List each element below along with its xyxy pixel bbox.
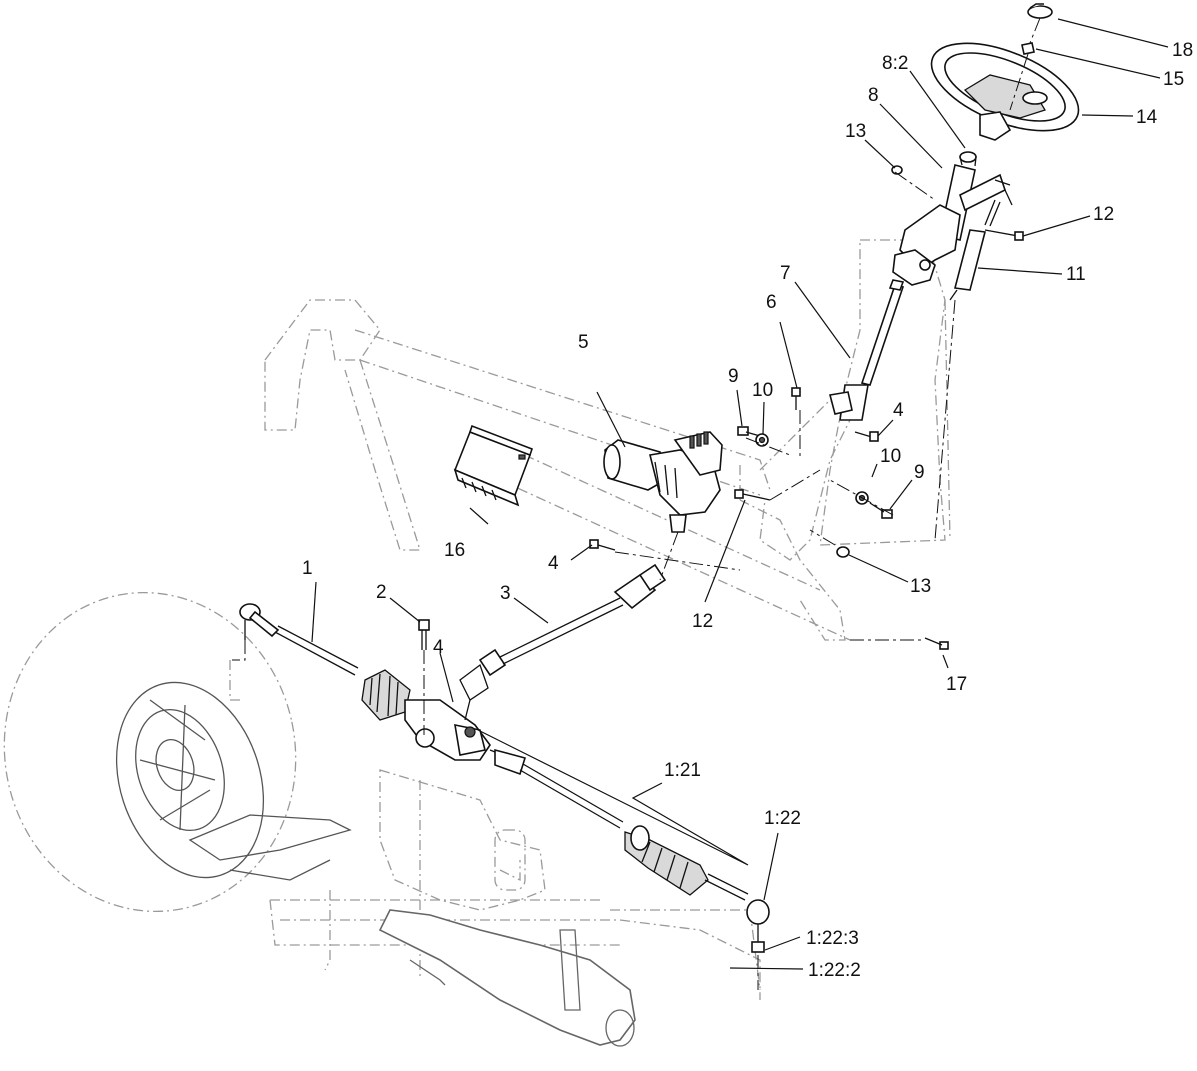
callout-15: 15 (1163, 69, 1184, 90)
bolt-12-upper (984, 229, 1024, 241)
callout-18: 18 (1172, 40, 1193, 61)
nut-15 (1009, 17, 1041, 111)
callout-8-2: 8:2 (882, 53, 908, 74)
bolt-9-lower (869, 502, 893, 519)
callout-16: 16 (444, 540, 465, 561)
bolt-17 (924, 637, 949, 650)
callout-4-lower: 4 (433, 637, 444, 658)
bolt-6 (791, 387, 801, 410)
nut-10-upper (755, 433, 769, 447)
callout-9-lower: 9 (914, 462, 925, 483)
callout-1: 1 (302, 558, 313, 579)
callout-14: 14 (1136, 107, 1158, 128)
callout-8: 8 (868, 85, 879, 106)
callout-6: 6 (766, 292, 777, 313)
steering-wheel-14 (930, 42, 1080, 141)
callout-10-upper: 10 (752, 380, 773, 401)
callout-1-22-2: 1:22:2 (808, 960, 861, 981)
callout-4-upper: 4 (893, 400, 904, 421)
eps-motor-5 (603, 431, 723, 581)
callout-5: 5 (578, 332, 589, 353)
nut-13-lower (836, 546, 850, 558)
callout-2: 2 (376, 582, 387, 603)
callout-4-middle: 4 (548, 553, 559, 574)
a-arm (188, 814, 352, 881)
leader-lines (311, 18, 1169, 970)
phantom-frame (229, 239, 951, 1000)
callout-1-21: 1:21 (664, 760, 701, 781)
bolt-12-lower (734, 489, 771, 501)
callout-1-22: 1:22 (764, 808, 801, 829)
callout-9-upper: 9 (728, 366, 739, 387)
intermediate-shaft-3 (459, 563, 667, 721)
callout-12-upper: 12 (1093, 204, 1114, 225)
callout-7: 7 (780, 263, 791, 284)
callout-1-22-3: 1:22:3 (806, 928, 859, 949)
callout-17: 17 (946, 674, 967, 695)
gas-strut-11 (949, 199, 1001, 301)
steering-rack (239, 603, 770, 953)
steering-column-8 (892, 151, 1013, 286)
front-axle (378, 909, 636, 1047)
bolt-9-upper (737, 426, 761, 437)
callout-3: 3 (500, 583, 511, 604)
callout-12-lower: 12 (692, 611, 713, 632)
cap-18 (1027, 3, 1053, 19)
bolt-4-middle (589, 539, 616, 551)
callout-11: 11 (1066, 264, 1086, 285)
steering-shaft-7 (829, 279, 905, 421)
callout-10-lower: 10 (880, 446, 901, 467)
bolt-2 (418, 619, 430, 735)
callout-13-upper: 13 (845, 121, 866, 142)
callout-13-lower: 13 (910, 576, 931, 597)
controller-16 (453, 424, 534, 507)
bolt-4-upper (854, 431, 879, 442)
assembly-centerlines (232, 171, 956, 990)
callout-labels: 18 15 14 8:2 8 13 12 11 7 6 5 9 10 4 10 … (302, 40, 1193, 981)
phantom-wheel (3, 591, 297, 913)
